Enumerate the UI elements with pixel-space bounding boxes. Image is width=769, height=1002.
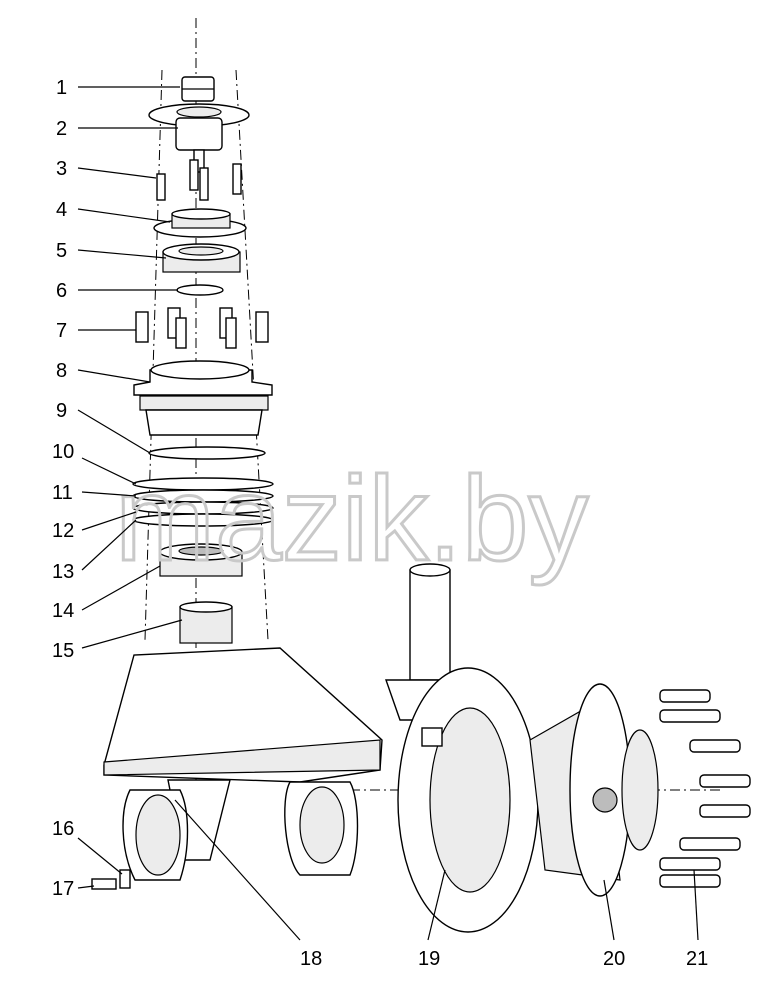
callout-10: 10 — [52, 441, 74, 463]
part-18-housing — [103, 647, 383, 881]
callout-8: 8 — [56, 360, 67, 382]
callout-14: 14 — [52, 600, 74, 622]
callout-2: 2 — [56, 118, 67, 140]
leader-lines — [77, 86, 699, 941]
callout-12: 12 — [52, 520, 74, 542]
callout-17: 17 — [52, 878, 74, 900]
callout-11: 11 — [52, 482, 73, 504]
callout-5: 5 — [56, 240, 67, 262]
part-4-seat — [153, 208, 247, 238]
part-16-17-sensor — [91, 869, 131, 890]
part-7-bolts — [135, 307, 269, 349]
callout-20: 20 — [603, 948, 625, 970]
part-19-knuckle — [385, 563, 539, 933]
callout-18: 18 — [300, 948, 322, 970]
parts-10-13-shims — [132, 477, 274, 527]
part-5-bearing — [162, 243, 241, 273]
callout-16: 16 — [52, 818, 74, 840]
callout-15: 15 — [52, 640, 74, 662]
callout-21: 21 — [686, 948, 708, 970]
callout-4: 4 — [56, 199, 67, 221]
callout-7: 7 — [56, 320, 67, 342]
part-2-flange — [148, 103, 250, 173]
callout-9: 9 — [56, 400, 67, 422]
callout-6: 6 — [56, 280, 67, 302]
callout-19: 19 — [418, 948, 440, 970]
part-14-bearing — [159, 543, 243, 577]
watermark: mazik.by — [115, 452, 588, 586]
callout-1: 1 — [56, 77, 67, 99]
part-3-bolts — [156, 159, 242, 201]
callout-labels: 1 2 3 4 5 6 7 8 9 10 11 12 13 14 15 16 1… — [52, 77, 708, 970]
part-1-nut — [181, 76, 215, 102]
callout-3: 3 — [56, 158, 67, 180]
part-15-bushing — [179, 601, 233, 644]
part-21-studs — [659, 689, 751, 888]
part-6-ring — [176, 284, 224, 296]
callout-13: 13 — [52, 561, 74, 583]
part-20-hub — [529, 683, 659, 897]
part-8-cap — [133, 360, 273, 436]
